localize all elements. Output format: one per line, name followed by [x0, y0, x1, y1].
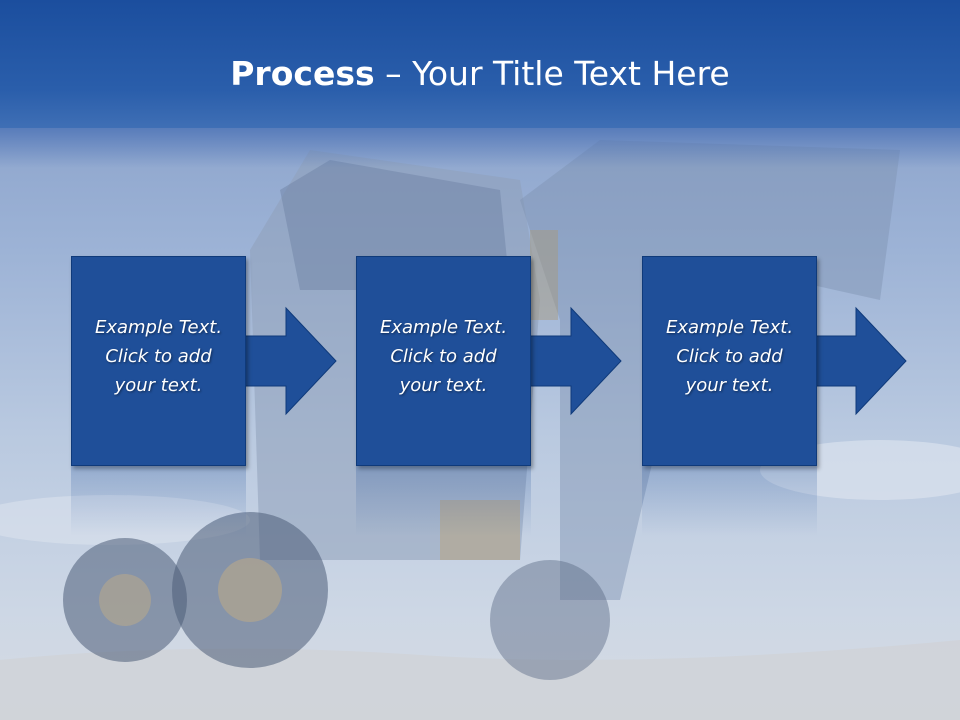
step-text[interactable]: Example Text. Click to add your text. [357, 313, 530, 400]
step-text-line-2: Click to add [105, 346, 212, 367]
header-band [0, 0, 960, 128]
process-step-3[interactable]: Example Text. Click to add your text. [642, 256, 907, 466]
header-fade [0, 128, 960, 168]
step-reflection [356, 466, 531, 536]
title-rest: – Your Title Text Here [374, 54, 730, 93]
step-text-line-2: Click to add [676, 346, 783, 367]
step-box[interactable]: Example Text. Click to add your text. [356, 256, 531, 466]
step-text-line-3: your text. [685, 375, 774, 396]
step-text-line-1: Example Text. [94, 317, 223, 338]
step-text[interactable]: Example Text. Click to add your text. [72, 313, 245, 400]
step-reflection [71, 466, 246, 536]
process-step-1[interactable]: Example Text. Click to add your text. [71, 256, 337, 466]
arrow-right-icon [242, 306, 337, 416]
step-reflection [642, 466, 817, 536]
step-text-line-2: Click to add [390, 346, 497, 367]
arrow-right-icon [813, 306, 907, 416]
step-text-line-3: your text. [114, 375, 203, 396]
step-text-line-1: Example Text. [379, 317, 508, 338]
step-box[interactable]: Example Text. Click to add your text. [71, 256, 246, 466]
arrow-right-icon [527, 306, 622, 416]
slide-title[interactable]: Process – Your Title Text Here [0, 52, 960, 96]
title-bold: Process [230, 54, 375, 93]
step-text[interactable]: Example Text. Click to add your text. [643, 313, 816, 400]
process-step-2[interactable]: Example Text. Click to add your text. [356, 256, 622, 466]
step-box[interactable]: Example Text. Click to add your text. [642, 256, 817, 466]
step-text-line-3: your text. [399, 375, 488, 396]
step-text-line-1: Example Text. [665, 317, 794, 338]
